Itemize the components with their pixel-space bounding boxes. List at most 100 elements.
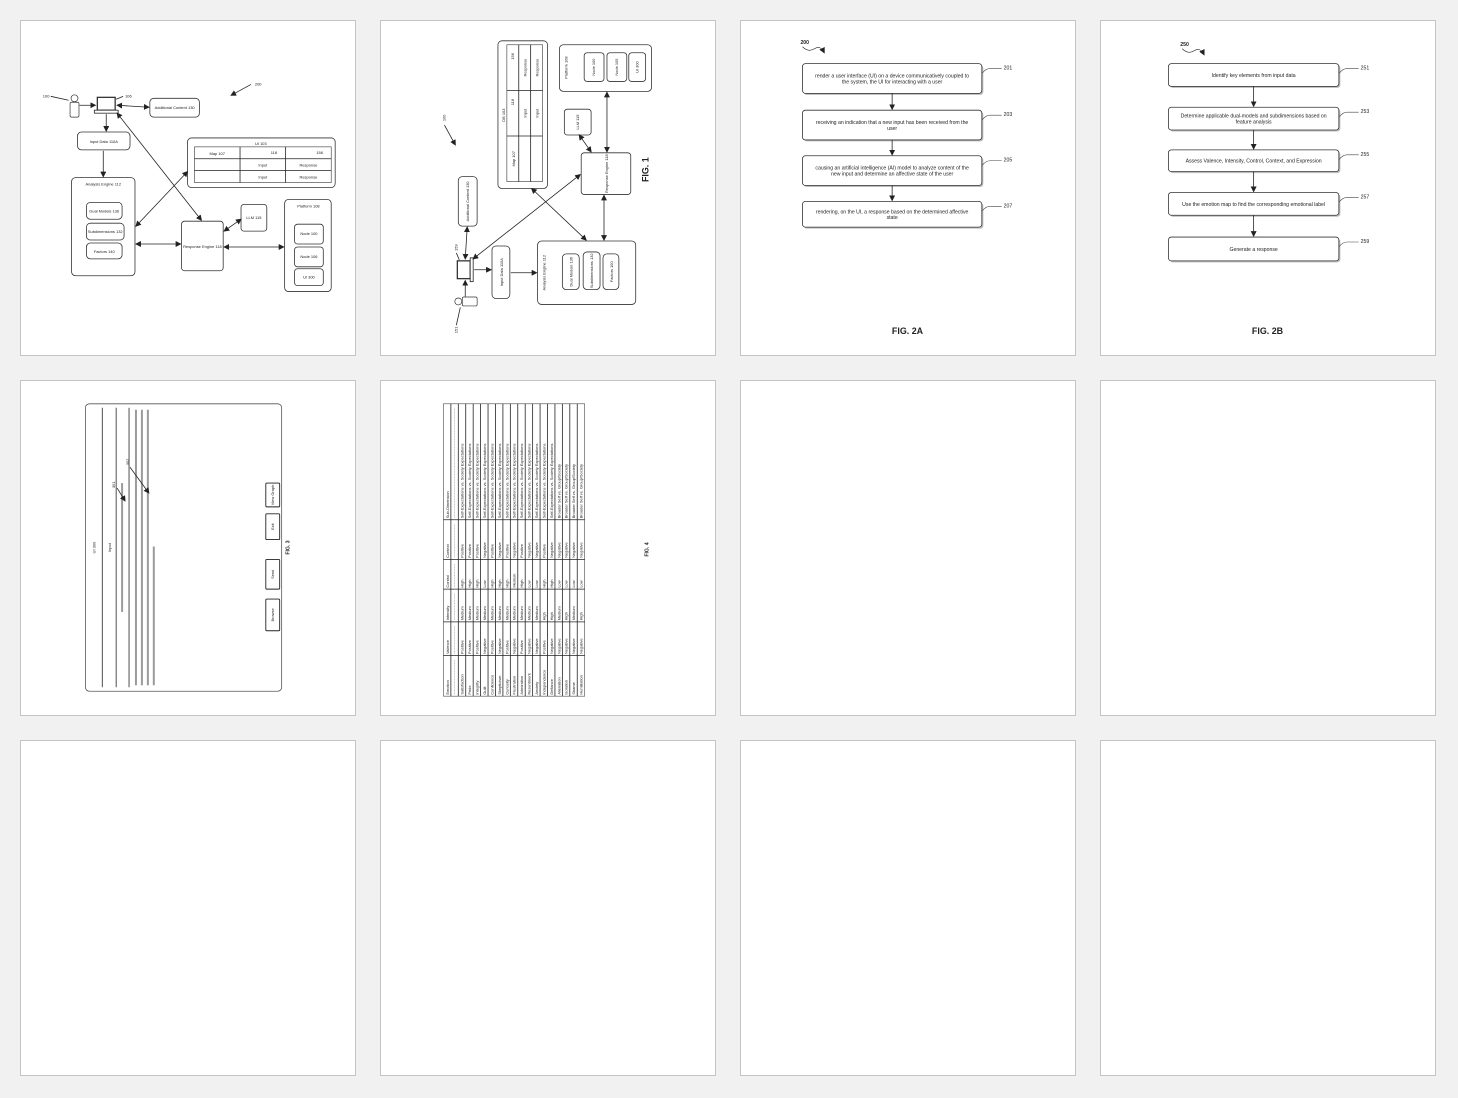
table-cell: Positive — [504, 639, 509, 654]
ui-node-box — [628, 52, 647, 82]
button-label: Browse — [270, 608, 275, 622]
connector-arrow — [530, 187, 587, 241]
table-cell: Low — [564, 580, 569, 587]
table-cell: Negative — [564, 542, 569, 558]
table-cell: Satisfaction — [460, 674, 465, 694]
table-cell: Negative — [571, 542, 576, 558]
table-cell: Self-Expectations vs. Society Expectatio… — [460, 444, 465, 519]
column-header: Intensity — [445, 606, 450, 621]
table-cell: Low — [571, 580, 576, 587]
table-row: GuiltNegativeMediumLowNegativeSelf-Expec… — [482, 444, 487, 695]
leader-line — [1338, 68, 1359, 74]
step-ref-label: 203 — [1004, 112, 1013, 118]
table-cell: Medium — [497, 606, 502, 621]
button-frame — [265, 598, 281, 632]
additional-content-label: Additional Content 130 — [155, 105, 196, 110]
table-cell: Positive — [489, 639, 494, 654]
page-blank-12[interactable] — [1100, 740, 1436, 1076]
column-ref-label: 156 — [510, 52, 515, 59]
leader-line — [981, 160, 1002, 166]
user-body-icon — [461, 296, 478, 307]
table-cell: High — [564, 612, 569, 620]
table-cell: Positive — [541, 543, 546, 558]
page-blank-11[interactable] — [740, 740, 1076, 1076]
table-cell: Guilt — [482, 686, 487, 695]
subdimensions-box — [86, 222, 125, 241]
connector-arrow — [462, 226, 470, 260]
table-cell: Negative — [527, 638, 532, 654]
leader-line — [50, 95, 69, 101]
table-cell: Input — [258, 175, 268, 180]
dual-models-label: Dual Models 136 — [568, 256, 573, 286]
table-cell: Low — [527, 580, 532, 587]
table-cell: Low — [556, 580, 561, 587]
table-cell: Self-Expectations vs. Society Expectatio… — [549, 444, 554, 519]
table-cell: Anxiety — [534, 682, 539, 695]
ref-arrow — [116, 487, 126, 502]
figure-caption: FIG. 3 — [286, 540, 292, 554]
step-text: Assess Valence, Intensity, Control, Cont… — [1186, 159, 1322, 165]
button-frame — [265, 482, 281, 508]
page-blank-8[interactable] — [1100, 380, 1436, 716]
user-icon — [70, 94, 79, 103]
table-cell: Negative — [579, 638, 584, 654]
button-view-graph[interactable]: View Graph — [265, 482, 281, 508]
table-cell: Low — [482, 580, 487, 587]
table-cell: Input — [258, 163, 268, 168]
page-blank-9[interactable] — [20, 740, 356, 1076]
column-ref-label: 118 — [271, 150, 278, 155]
table-row: DefianceNegativeHighHighNegativeSelf-Exp… — [549, 444, 554, 695]
button-label: Exit — [270, 522, 275, 529]
table-cell: Self-Expectations vs. Society Expectatio… — [497, 444, 502, 519]
table-cell: Positive — [467, 543, 472, 558]
table-cell: Input — [523, 108, 528, 118]
table-cell: Medium — [475, 606, 480, 621]
page-blank-7[interactable] — [740, 380, 1076, 716]
table-cell: Curiosity — [504, 679, 509, 694]
page-blank-10[interactable] — [380, 740, 716, 1076]
step-text: Use the emotion map to find the correspo… — [1182, 202, 1325, 208]
step-ref-label: 255 — [1361, 152, 1370, 158]
table-cell: Medium — [556, 606, 561, 621]
ref-arrow — [230, 84, 252, 96]
ref-arrow — [444, 124, 456, 146]
table-row: IntegrityPositiveMediumHighPositiveSelf-… — [475, 444, 480, 695]
step-ref-label: 207 — [1004, 203, 1013, 209]
table-cell: High — [579, 612, 584, 620]
platform-label: Platform 108 — [563, 56, 568, 79]
subdimensions-box — [582, 251, 601, 290]
table-cell: Positive — [460, 639, 465, 654]
table-cell: Positive — [475, 543, 480, 558]
factors-label: Factors 140 — [94, 249, 116, 254]
laptop-icon — [456, 260, 471, 280]
leader-line — [1338, 111, 1359, 118]
button-exit[interactable]: Exit — [265, 513, 281, 541]
node-2-label: Node 105 — [614, 58, 619, 76]
table-cell: Negative — [549, 638, 554, 654]
ui-node-label: UI 300 — [635, 60, 640, 72]
figure-ref-label: 200 — [255, 81, 262, 86]
table-cell: Positive — [489, 543, 494, 558]
button-browse[interactable]: Browse — [265, 598, 281, 632]
node-1-box — [294, 223, 324, 245]
additional-content-label: Additional Content 130 — [465, 181, 470, 222]
column-header: Control — [445, 575, 450, 588]
node-1-label: Node 100 — [300, 231, 318, 236]
llm-label: LLM 115 — [575, 114, 580, 130]
table-cell: Self-Expectations vs. Society Expectatio… — [527, 444, 532, 519]
table-cell: High — [541, 580, 546, 588]
step-text: receiving an indication that a new input… — [816, 120, 968, 126]
table-cell: Resentment — [527, 672, 532, 694]
table-row: SkepticismNegativeMediumHighNegativeSelf… — [497, 444, 502, 695]
table-cell: Negative — [571, 638, 576, 654]
button-send[interactable]: Send — [265, 558, 281, 590]
node-2-box — [294, 246, 324, 268]
